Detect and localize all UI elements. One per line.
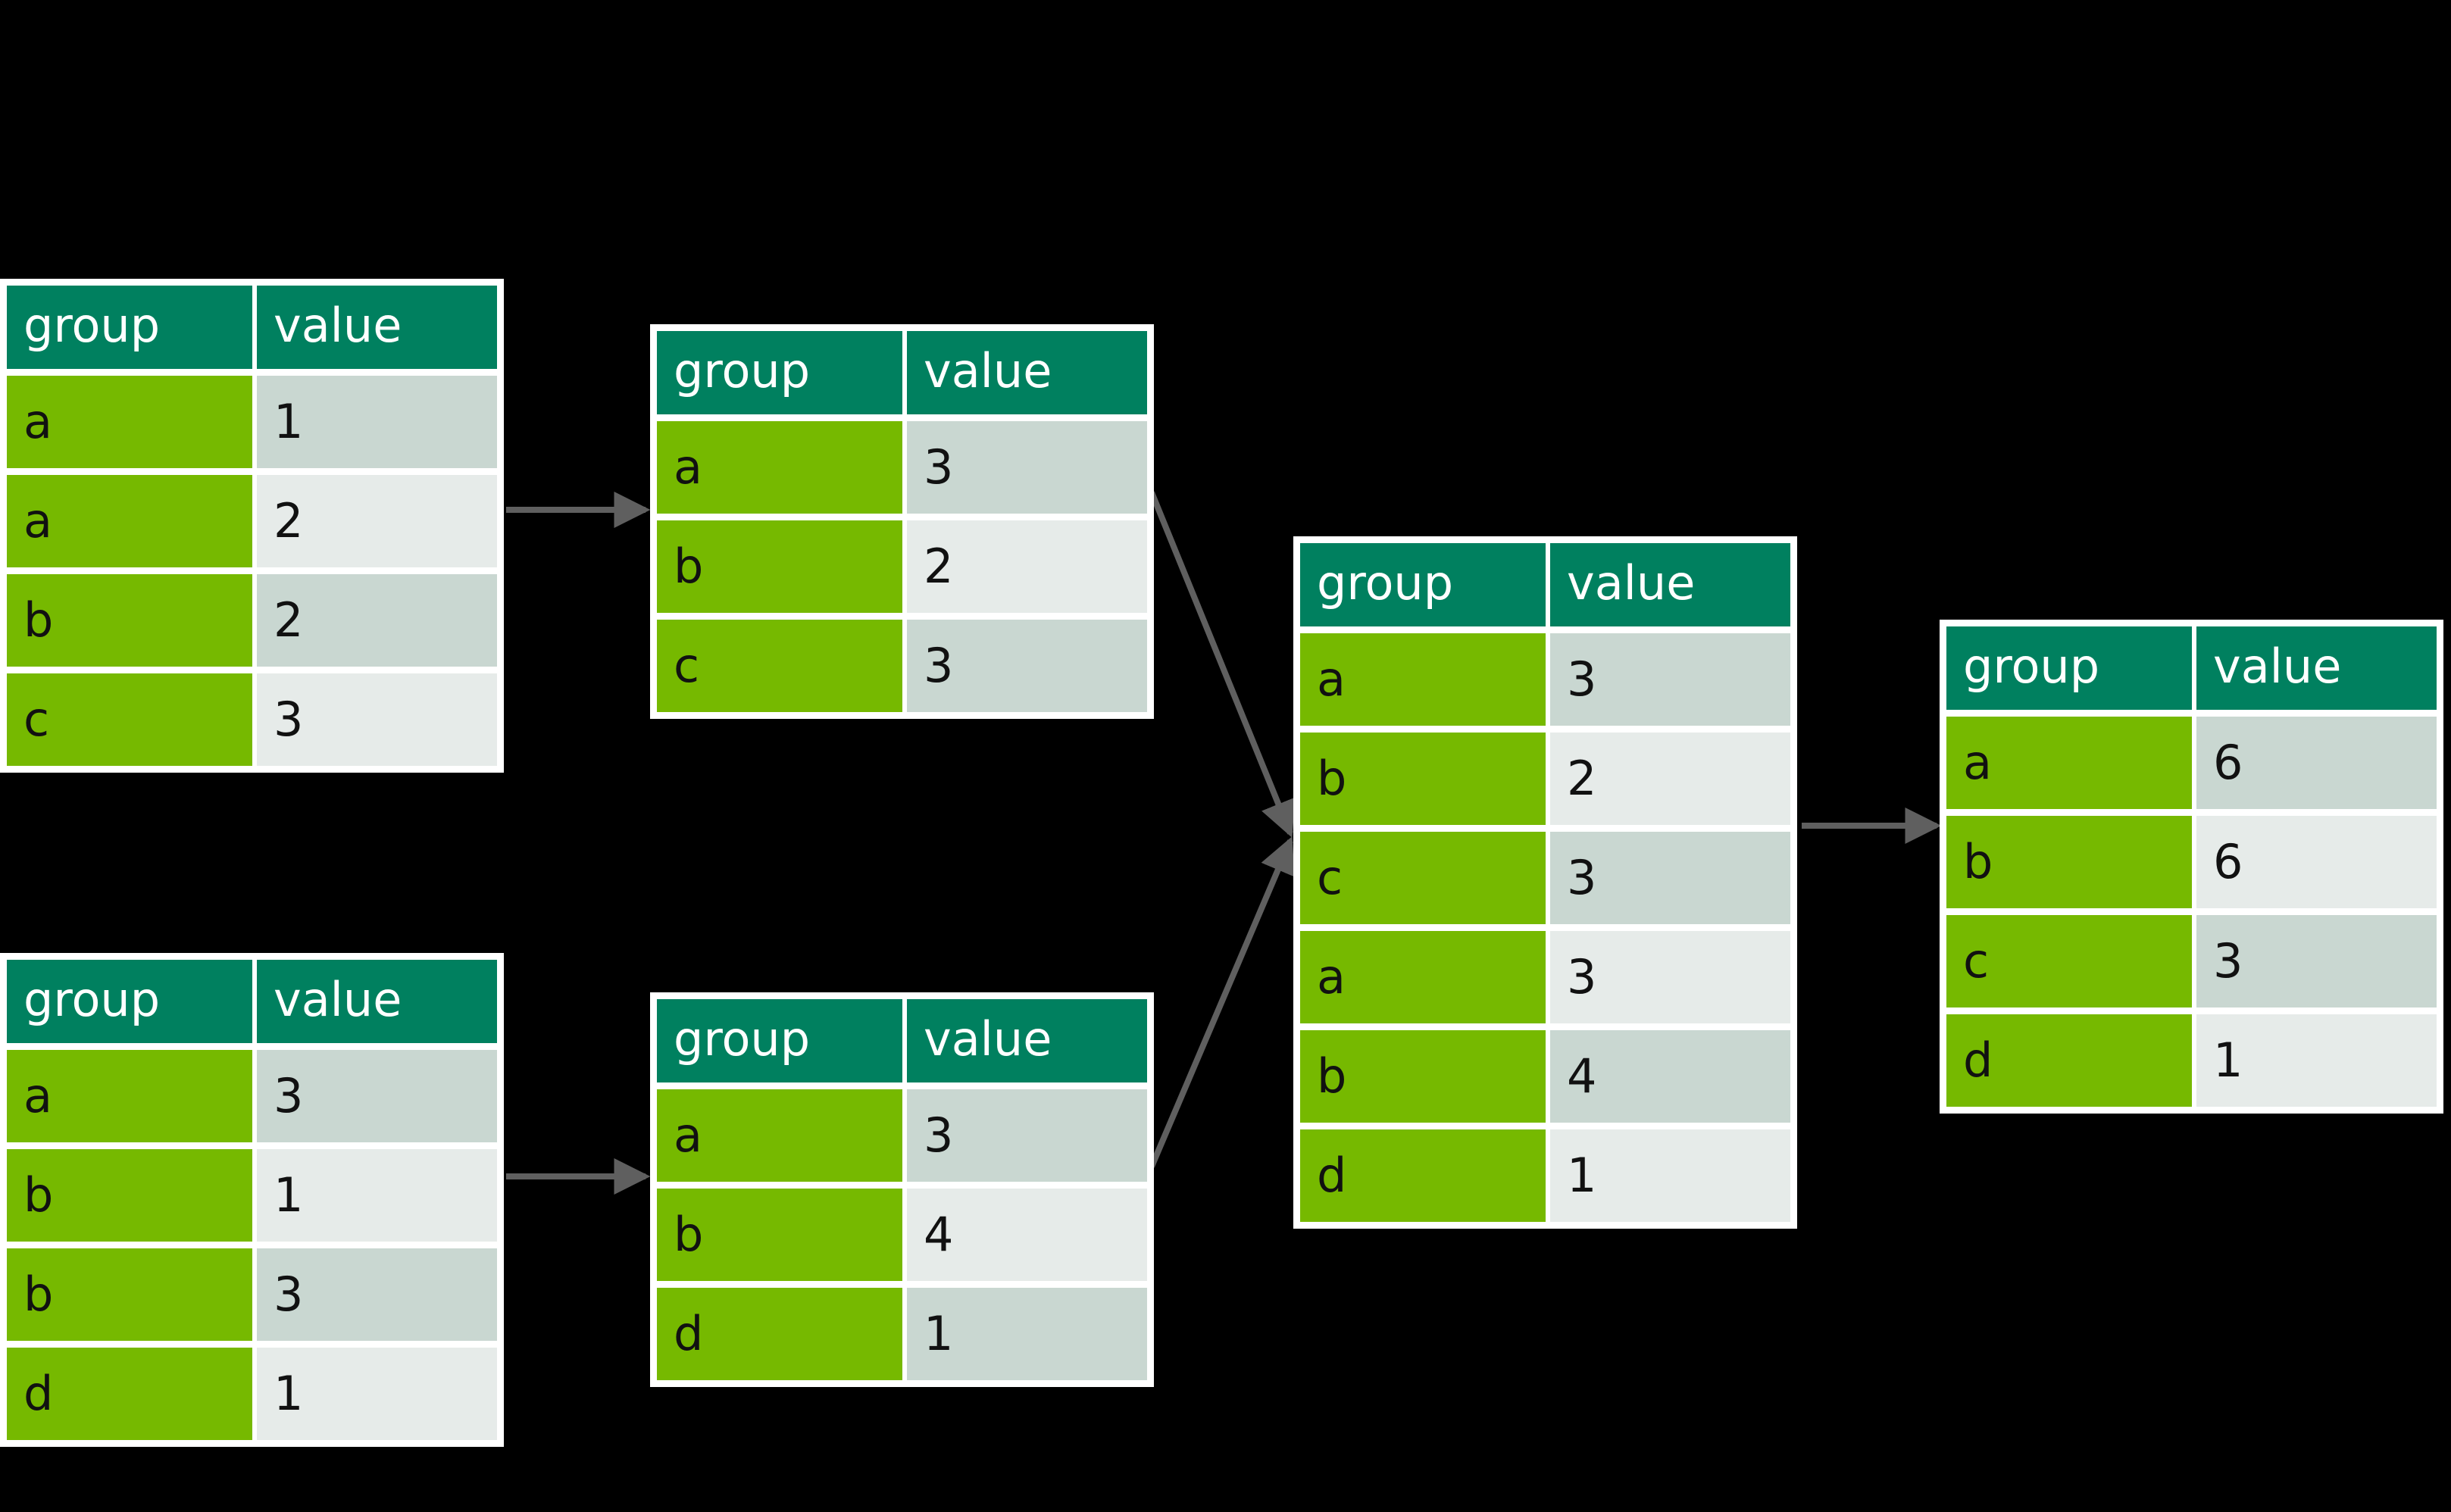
- cell-value: 3: [257, 1248, 497, 1341]
- cell-value: 3: [907, 421, 1147, 514]
- cell-value: 3: [1550, 633, 1790, 726]
- column-header-group: group: [657, 999, 902, 1082]
- column-header-value: value: [257, 286, 497, 369]
- column-header-group: group: [657, 331, 902, 414]
- cell-value: 1: [257, 1149, 497, 1242]
- cell-group: a: [7, 1050, 252, 1142]
- cell-value: 2: [257, 475, 497, 567]
- cell-value: 3: [1550, 931, 1790, 1023]
- cell-group: d: [7, 1348, 252, 1440]
- column-header-group: group: [7, 286, 252, 369]
- column-header-value: value: [907, 331, 1147, 414]
- cell-value: 4: [1550, 1030, 1790, 1123]
- cell-value: 1: [257, 1348, 497, 1440]
- cell-value: 3: [2196, 915, 2437, 1007]
- cell-group: c: [1300, 832, 1546, 924]
- cell-group: d: [1946, 1014, 2192, 1107]
- cell-value: 1: [2196, 1014, 2437, 1107]
- cell-group: a: [657, 1089, 902, 1182]
- cell-value: 3: [907, 620, 1147, 712]
- column-header-value: value: [907, 999, 1147, 1082]
- cell-group: b: [1946, 816, 2192, 908]
- cell-group: b: [7, 574, 252, 667]
- cell-group: a: [1300, 931, 1546, 1023]
- cell-group: c: [1946, 915, 2192, 1007]
- cell-value: 1: [1550, 1129, 1790, 1222]
- cell-group: a: [657, 421, 902, 514]
- cell-value: 3: [1550, 832, 1790, 924]
- arrow-agg-bottom-to-concat: [1149, 836, 1295, 1168]
- column-header-value: value: [1550, 543, 1790, 626]
- cell-group: b: [7, 1149, 252, 1242]
- cell-value: 2: [1550, 733, 1790, 825]
- cell-group: b: [7, 1248, 252, 1341]
- cell-value: 3: [257, 1050, 497, 1142]
- cell-group: a: [7, 376, 252, 468]
- cell-group: d: [657, 1288, 902, 1380]
- column-header-value: value: [257, 960, 497, 1043]
- cell-value: 2: [907, 520, 1147, 613]
- cell-value: 1: [907, 1288, 1147, 1380]
- arrow-agg-top-to-concat: [1149, 491, 1296, 838]
- cell-value: 6: [2196, 717, 2437, 809]
- column-header-group: group: [1946, 626, 2192, 710]
- column-header-group: group: [1300, 543, 1546, 626]
- cell-group: a: [7, 475, 252, 567]
- cell-group: c: [657, 620, 902, 712]
- cell-group: b: [1300, 1030, 1546, 1123]
- cell-value: 6: [2196, 816, 2437, 908]
- cell-value: 1: [257, 376, 497, 468]
- cell-value: 2: [257, 574, 497, 667]
- cell-group: b: [1300, 733, 1546, 825]
- cell-group: b: [657, 520, 902, 613]
- cell-value: 3: [907, 1089, 1147, 1182]
- column-header-group: group: [7, 960, 252, 1043]
- cell-value: 4: [907, 1189, 1147, 1281]
- cell-group: b: [657, 1189, 902, 1281]
- column-header-value: value: [2196, 626, 2437, 710]
- cell-group: a: [1946, 717, 2192, 809]
- cell-group: d: [1300, 1129, 1546, 1222]
- cell-group: a: [1300, 633, 1546, 726]
- cell-group: c: [7, 673, 252, 766]
- cell-value: 3: [257, 673, 497, 766]
